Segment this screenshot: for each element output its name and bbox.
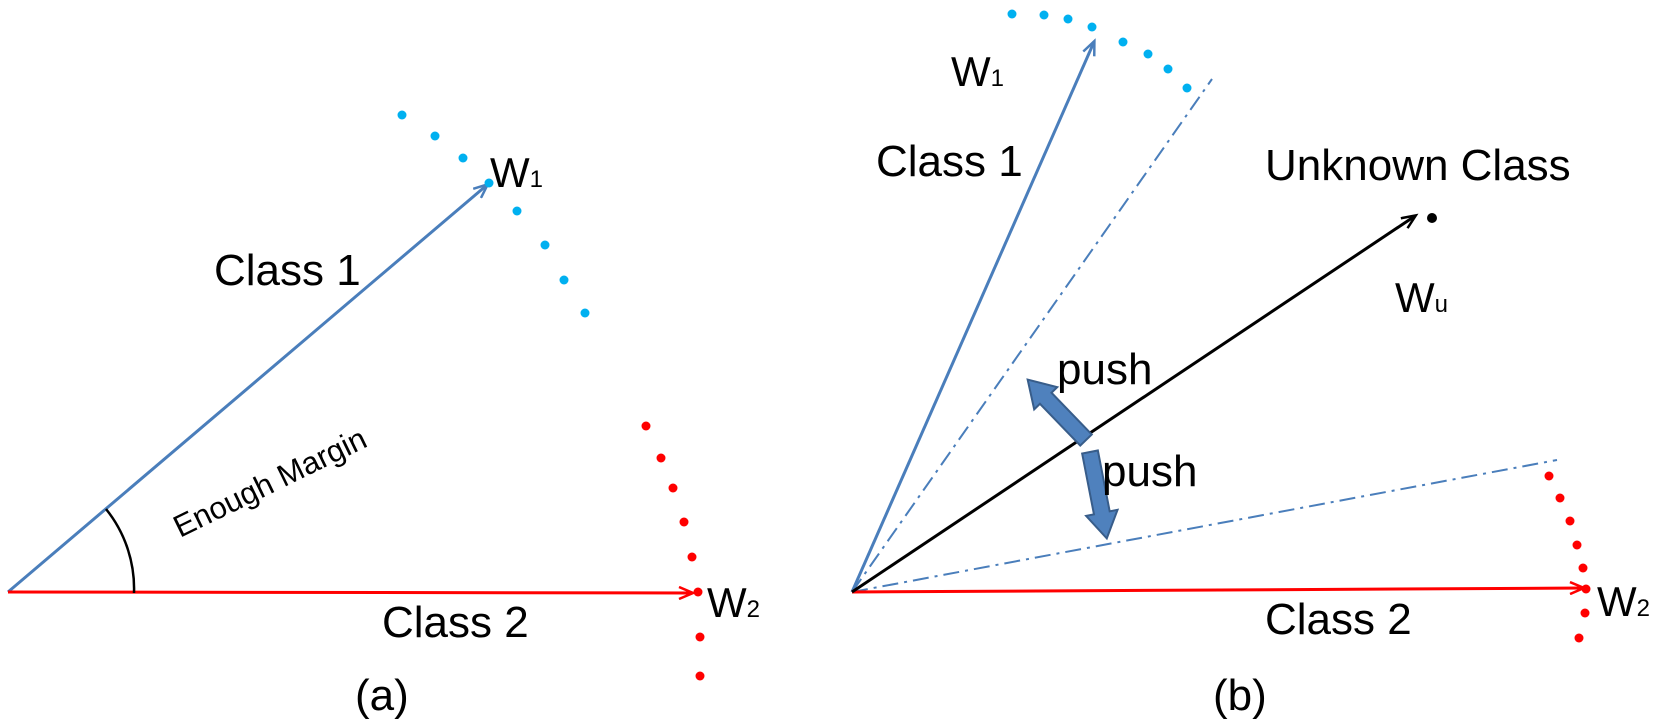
w2-letter: W [707, 579, 747, 626]
class1-label: Class 1 [214, 246, 361, 295]
unknown-class-label: Unknown Class [1265, 141, 1571, 190]
class1-weight-arrow-b [850, 42, 1094, 593]
w2-subscript-b: 2 [1637, 595, 1650, 622]
w2-label: W2 [707, 579, 760, 626]
class2-decision-boundary [851, 459, 1558, 593]
wu-letter: W [1395, 274, 1435, 321]
w1-label-b: W1 [951, 48, 1004, 95]
panel-a-caption: (a) [355, 671, 409, 720]
wu-label: Wu [1395, 274, 1448, 321]
w1-subscript-b: 1 [991, 65, 1004, 92]
panel-b: W1 W2 Wu Class 1 Unknown Class push push… [850, 9, 1650, 720]
push-label-1: push [1057, 345, 1152, 394]
class1-label-b: Class 1 [876, 137, 1023, 186]
push-label-2: push [1102, 447, 1197, 496]
class2-label: Class 2 [382, 598, 529, 647]
w1-letter-b: W [951, 48, 991, 95]
unknown-class-point [1427, 213, 1437, 223]
w1-label: W1 [490, 149, 543, 196]
class2-label-b: Class 2 [1265, 595, 1412, 644]
push-arrow-toward-class1 [1026, 378, 1094, 447]
w1-letter: W [490, 149, 530, 196]
unknown-class-weight-arrow [851, 216, 1415, 594]
class1-sample-dots-b [1007, 9, 1192, 93]
class1-decision-boundary [851, 78, 1213, 593]
w2-letter-b: W [1597, 578, 1637, 625]
class2-weight-arrow [7, 592, 692, 593]
w2-label-b: W2 [1597, 578, 1650, 625]
class1-sample-dots [397, 110, 590, 318]
w2-subscript: 2 [747, 596, 760, 623]
class2-sample-dots [641, 421, 705, 681]
panel-a: W1 W2 Class 1 Class 2 Enough Margin (a) [7, 110, 760, 720]
class1-weight-arrow [7, 185, 487, 594]
class2-sample-dots-b [1544, 471, 1591, 643]
margin-angle-arc [105, 508, 136, 594]
wu-subscript: u [1435, 291, 1448, 318]
w1-subscript: 1 [530, 166, 543, 193]
panel-b-caption: (b) [1213, 671, 1267, 720]
push-arrow-toward-class2 [1080, 449, 1120, 541]
margin-label: Enough Margin [168, 421, 372, 545]
class2-weight-arrow-b [851, 588, 1583, 592]
